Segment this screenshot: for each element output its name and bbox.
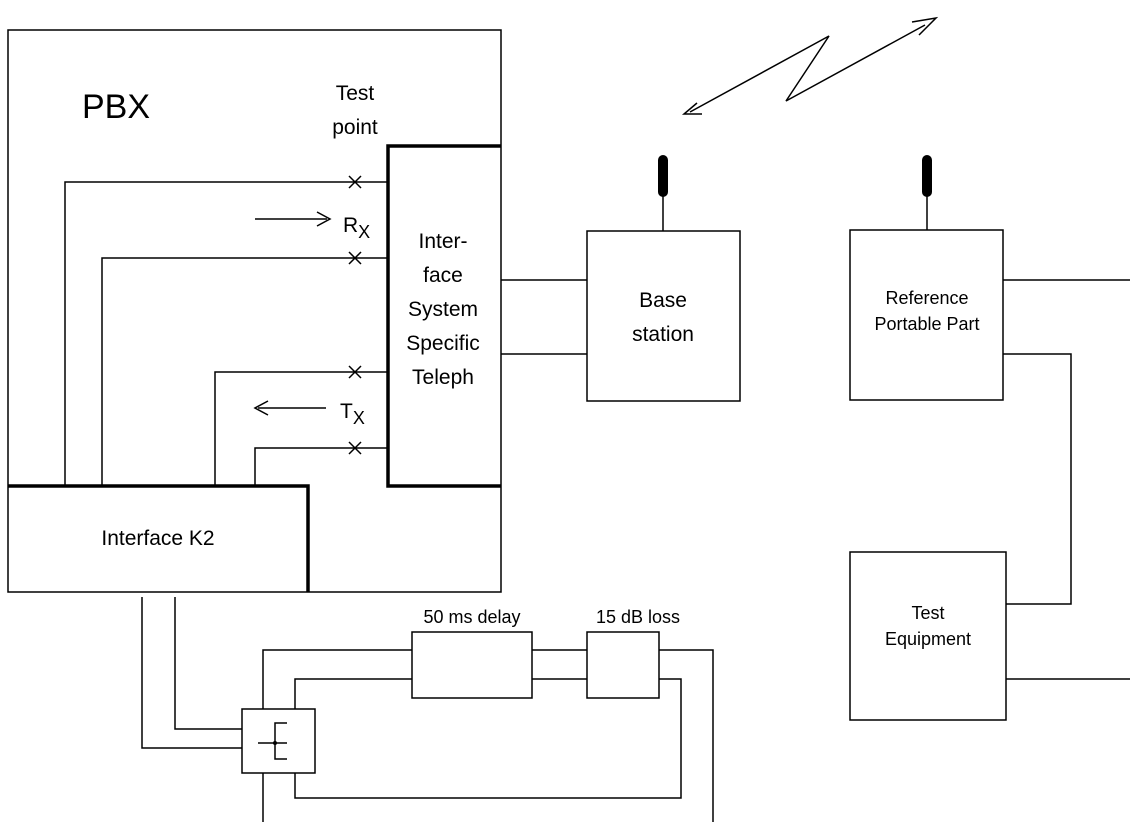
interface-telephony-line3: System — [408, 298, 478, 321]
pbx-to-base-station-lines — [501, 279, 587, 355]
delay-box — [411, 631, 533, 699]
pbx-box — [7, 29, 502, 593]
loss-box — [586, 631, 660, 699]
base-station: Base station — [586, 230, 741, 402]
interface-telephony-block: Inter- face System Specific Teleph — [386, 144, 501, 488]
interface-telephony-line1: Inter- — [418, 230, 467, 253]
reference-portable-part-line2: Portable Part — [874, 314, 979, 334]
k2-to-hybrid-wiring — [141, 597, 242, 749]
test-equipment-box — [849, 551, 1007, 721]
portable-part-wiring — [1003, 279, 1130, 605]
pbx-internal-wiring — [64, 181, 388, 486]
reference-portable-part-line1: Reference — [885, 288, 968, 308]
rx-arrow — [255, 211, 332, 227]
test-equipment-line1: Test — [911, 603, 944, 623]
echo-path-wiring — [262, 649, 714, 822]
test-equipment-line2: Equipment — [885, 629, 971, 649]
reference-portable-part: Reference Portable Part — [849, 229, 1004, 401]
tx-label: TX — [340, 400, 365, 428]
hybrid-block — [241, 708, 316, 774]
radio-link-icon — [681, 16, 939, 115]
hybrid-box — [241, 708, 316, 774]
test-point-label-line2: point — [332, 116, 378, 139]
reference-portable-part-box — [849, 229, 1004, 401]
tx-arrow — [253, 400, 326, 416]
base-station-box — [586, 230, 741, 402]
interface-telephony-line4: Specific — [406, 332, 480, 355]
delay-label: 50 ms delay — [423, 607, 520, 627]
test-point-label-line1: Test — [336, 82, 375, 105]
loss-block: 15 dB loss — [586, 607, 680, 699]
interface-k2-block: Interface K2 — [8, 484, 310, 592]
base-station-line1: Base — [639, 289, 687, 312]
delay-block: 50 ms delay — [411, 607, 533, 699]
portable-part-antenna-icon — [922, 155, 932, 230]
base-station-line2: station — [632, 323, 694, 346]
pbx-label: PBX — [82, 88, 150, 126]
interface-telephony-line5: Teleph — [412, 366, 474, 389]
loss-label: 15 dB loss — [596, 607, 680, 627]
interface-telephony-line2: face — [423, 264, 463, 287]
interface-k2-label: Interface K2 — [101, 527, 214, 550]
test-equipment: Test Equipment — [849, 551, 1007, 721]
test-point-crosses — [348, 175, 362, 455]
tx-subscript: X — [353, 408, 365, 428]
base-station-antenna-icon — [658, 155, 668, 231]
rx-subscript: X — [358, 222, 370, 242]
rx-label: RX — [343, 214, 370, 242]
